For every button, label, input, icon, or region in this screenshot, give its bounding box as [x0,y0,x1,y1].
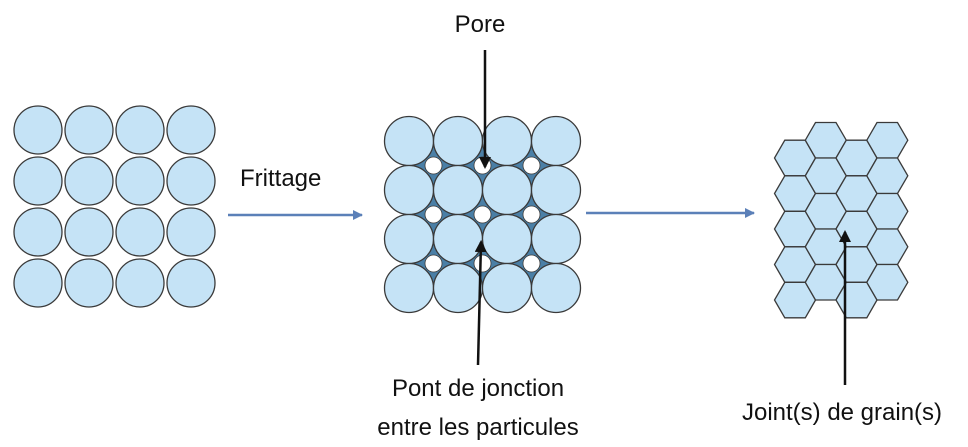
initial-powder-grid [13,105,216,308]
powder-particle [166,258,216,308]
sintered-particle [481,164,533,216]
sintered-particle [481,213,533,265]
pore [424,156,443,175]
powder-particle [64,207,114,257]
pore [424,205,443,224]
powder-particle [64,156,114,206]
sintered-particle [530,115,582,167]
sintered-particle [432,213,484,265]
powder-particle [64,105,114,155]
sintered-particle [432,262,484,314]
sintered-particle [432,164,484,216]
sintered-particle [530,213,582,265]
powder-particle [115,258,165,308]
powder-particle [13,156,63,206]
pore [473,254,492,273]
sintered-particle [481,262,533,314]
pore [522,205,541,224]
powder-particle [13,258,63,308]
grain [866,263,909,301]
pore [522,156,541,175]
sintered-particle [432,115,484,167]
pore-label: Pore [455,11,506,38]
frittage-label: Frittage [240,165,321,192]
sintered-particle [383,164,435,216]
sintered-particle [383,115,435,167]
sintered-particle [383,262,435,314]
sintered-particle [383,213,435,265]
pore [522,254,541,273]
powder-particle [115,156,165,206]
bridge-label-line1: Pont de jonction [392,375,564,402]
powder-particle [115,105,165,155]
sintered-particle [481,115,533,167]
powder-particle [64,258,114,308]
pore [473,156,492,175]
powder-particle [115,207,165,257]
powder-particle [13,105,63,155]
pore [424,254,443,273]
sintered-particle [530,262,582,314]
powder-particle [13,207,63,257]
bridge-label-line2: entre les particules [377,414,578,441]
hexagonal-grains-grid [773,121,909,319]
sintered-particles-grid [383,115,582,314]
pore [473,205,492,224]
sintered-particle [530,164,582,216]
powder-particle [166,105,216,155]
powder-particle [166,156,216,206]
grain-boundary-label: Joint(s) de grain(s) [742,399,942,426]
powder-particle [166,207,216,257]
bridge-pointer-arrow [474,240,487,366]
